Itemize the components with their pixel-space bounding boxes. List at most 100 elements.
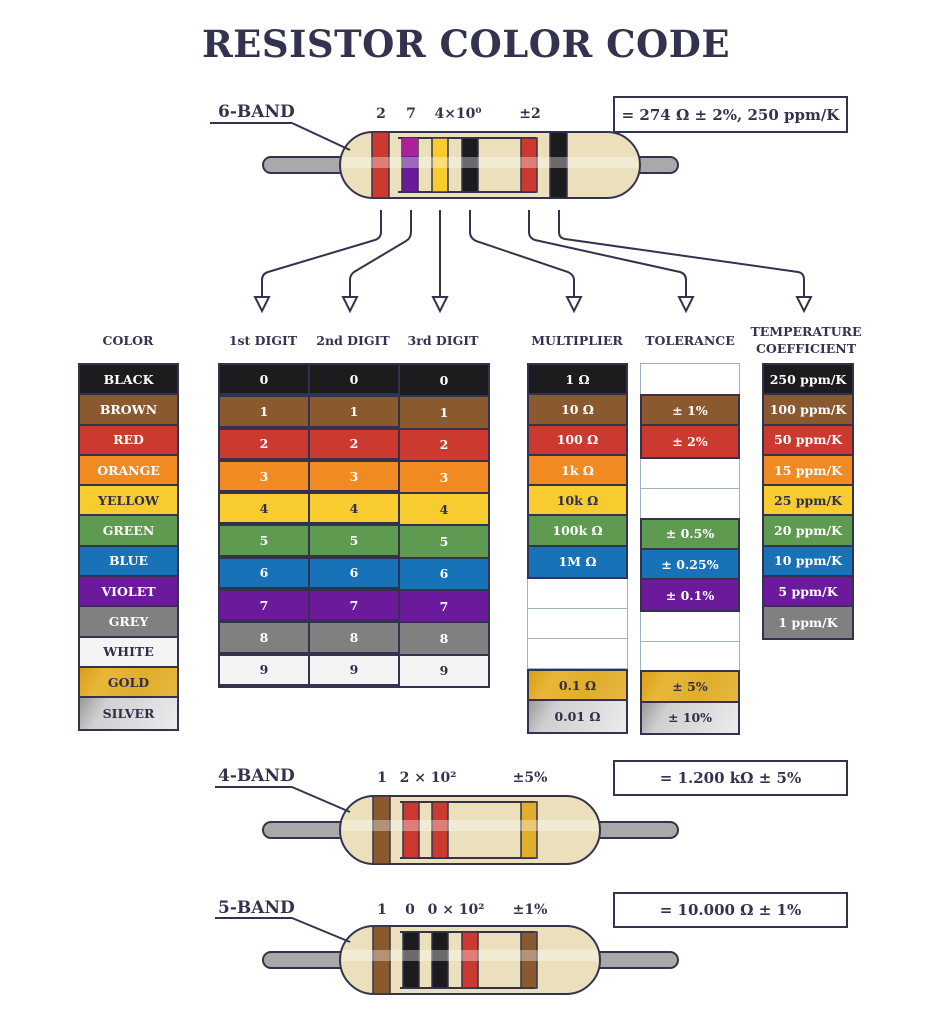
tempco-table: 250 ppm/K 100 ppm/K 50 ppm/K 15 ppm/K 25… <box>762 363 854 640</box>
color-cell-blue: BLUE <box>80 546 177 578</box>
five-band-tolerance: ±1% <box>512 902 548 918</box>
header-digit2: 2nd DIGIT <box>316 333 390 348</box>
multiplier-green: 100k Ω <box>529 516 626 547</box>
header-tempco-line2: COEFFICIENT <box>755 341 856 356</box>
four-band-result: = 1.200 kΩ ± 5% <box>613 760 848 796</box>
digit1-8: 8 <box>220 623 310 654</box>
digit3-4: 4 <box>400 494 488 525</box>
color-cell-silver: SILVER <box>80 698 177 729</box>
tempco-blue: 10 ppm/K <box>764 546 852 578</box>
header-digit3: 3rd DIGIT <box>407 333 479 348</box>
multiplier-black: 1 Ω <box>529 365 626 396</box>
multiplier-blue: 1M Ω <box>529 546 626 578</box>
four-band-tolerance: ±5% <box>512 770 548 786</box>
multiplier-red: 100 Ω <box>529 425 626 456</box>
multiplier-silver: 0.01 Ω <box>529 701 626 732</box>
four-band-multiplier: 2 × 10² <box>399 770 457 786</box>
page-title: RESISTOR COLOR CODE <box>201 22 731 66</box>
six-band-result: = 274 Ω ± 2%, 250 ppm/K <box>613 96 848 133</box>
tempco-black: 250 ppm/K <box>764 365 852 396</box>
multiplier-grey-empty <box>528 609 627 640</box>
multiplier-gold: 0.1 Ω <box>529 671 626 702</box>
digit2-2: 2 <box>310 429 400 460</box>
four-band-resistor <box>215 786 679 865</box>
color-cell-white: WHITE <box>80 637 177 668</box>
four-band-label: 4-BAND <box>218 766 295 786</box>
color-cell-brown: BROWN <box>80 395 177 426</box>
digit1-5: 5 <box>220 526 310 557</box>
tempco-grey: 1 ppm/K <box>764 607 852 638</box>
five-band-result: = 10.000 Ω ± 1% <box>613 892 848 928</box>
digit2-1: 1 <box>310 397 400 428</box>
digit3-8: 8 <box>400 623 488 654</box>
digit1-0: 0 <box>220 365 310 396</box>
five-band-label: 5-BAND <box>218 898 295 918</box>
tolerance-brown: ± 1% <box>642 396 738 427</box>
tempco-red: 50 ppm/K <box>764 425 852 456</box>
tolerance-silver: ± 10% <box>642 702 738 734</box>
tolerance-violet: ± 0.1% <box>642 580 738 611</box>
tempco-violet: 5 ppm/K <box>764 577 852 608</box>
header-tolerance: TOLERANCE <box>645 333 735 348</box>
color-cell-green: GREEN <box>80 516 177 547</box>
color-cell-yellow: YELLOW <box>80 486 177 517</box>
tolerance-gold: ± 5% <box>642 672 738 703</box>
tolerance-green: ± 0.5% <box>642 519 738 550</box>
tempco-brown: 100 ppm/K <box>764 395 852 426</box>
digit1-7: 7 <box>220 591 310 622</box>
tempco-yellow: 25 ppm/K <box>764 486 852 517</box>
tolerance-orange-empty <box>641 458 739 489</box>
digit1-4: 4 <box>220 494 310 525</box>
tolerance-black-empty <box>641 364 739 394</box>
digit3-6: 6 <box>400 558 488 590</box>
digit2-5: 5 <box>310 526 400 557</box>
multiplier-brown: 10 Ω <box>529 395 626 426</box>
five-band-digit-1: 1 <box>377 902 387 918</box>
digit2-8: 8 <box>310 623 400 654</box>
digit3-3: 3 <box>400 461 488 493</box>
four-band-digit-1: 1 <box>377 770 387 786</box>
five-band-resistor <box>215 917 679 995</box>
five-band-multiplier: 0 × 10² <box>427 902 485 918</box>
multiplier-table: 1 Ω 10 Ω 100 Ω 1k Ω 10k Ω 100k Ω 1M Ω 0.… <box>527 363 628 734</box>
tolerance-red: ± 2% <box>642 426 738 457</box>
digit2-4: 4 <box>310 494 400 525</box>
digit3-1: 1 <box>400 397 488 428</box>
color-cell-black: BLACK <box>80 365 177 396</box>
color-cell-violet: VIOLET <box>80 577 177 608</box>
color-cell-red: RED <box>80 425 177 456</box>
tolerance-white-empty <box>641 642 739 671</box>
header-tempco: TEMPERATURE COEFFICIENT <box>745 323 867 357</box>
header-tempco-line1: TEMPERATURE <box>750 324 862 339</box>
color-cell-gold: GOLD <box>80 667 177 699</box>
multiplier-white-empty <box>528 639 627 669</box>
digit1-6: 6 <box>220 558 310 590</box>
color-cell-orange: ORANGE <box>80 455 177 487</box>
six-band-label: 6-BAND <box>218 102 295 122</box>
multiplier-violet-empty <box>528 579 627 610</box>
digit2-0: 0 <box>310 365 400 396</box>
six-band-resistor <box>210 122 679 199</box>
band-arrows <box>261 210 805 298</box>
header-color: COLOR <box>102 333 154 348</box>
multiplier-yellow: 10k Ω <box>529 486 626 517</box>
digit2-6: 6 <box>310 558 400 590</box>
digit3-0: 0 <box>400 365 488 396</box>
digit3-9: 9 <box>400 655 488 686</box>
digit1-9: 9 <box>220 655 310 686</box>
digit1-1: 1 <box>220 397 310 428</box>
digit1-3: 3 <box>220 461 310 493</box>
tolerance-blue: ± 0.25% <box>642 549 738 581</box>
tempco-orange: 15 ppm/K <box>764 455 852 487</box>
header-multiplier: MULTIPLIER <box>531 333 623 348</box>
color-cell-grey: GREY <box>80 607 177 638</box>
tempco-green: 20 ppm/K <box>764 516 852 547</box>
tolerance-grey-empty <box>641 612 739 643</box>
